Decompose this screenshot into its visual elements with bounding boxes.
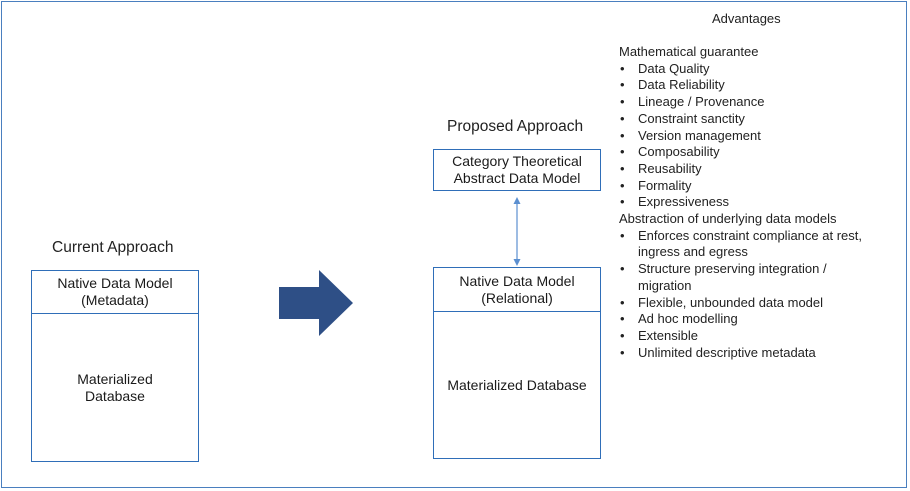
category-line-1: Category Theoretical	[452, 153, 582, 169]
advantages-title: Advantages	[712, 11, 781, 26]
proposed-native-model-header: Native Data Model (Relational)	[434, 268, 600, 312]
category-line-2: Abstract Data Model	[453, 170, 581, 186]
advantages-group-abstraction: Abstraction of underlying data models En…	[619, 211, 888, 361]
proposed-header-line-1: Native Data Model	[459, 272, 575, 289]
proposed-approach-title: Proposed Approach	[447, 118, 584, 135]
current-approach-title: Current Approach	[52, 239, 174, 256]
proposed-materialized-db: Materialized Database	[434, 312, 600, 458]
list-item: Ad hoc modelling	[619, 311, 888, 328]
list-item: Formality	[619, 178, 888, 195]
list-item: Reusability	[619, 161, 888, 178]
current-native-model-header: Native Data Model (Metadata)	[32, 271, 198, 314]
current-body-line-1: Materialized	[77, 370, 153, 387]
list-item: Expressiveness	[619, 194, 888, 211]
category-theoretical-box: Category Theoretical Abstract Data Model	[433, 149, 601, 191]
proposed-header-line-2: (Relational)	[481, 289, 553, 306]
list-item: Lineage / Provenance	[619, 94, 888, 111]
proposed-body-line-1: Materialized Database	[447, 376, 587, 393]
list-item: Structure preserving integration / migra…	[619, 261, 868, 294]
proposed-model-box: Native Data Model (Relational) Materiali…	[433, 267, 601, 459]
list-item: Extensible	[619, 328, 888, 345]
group-heading: Abstraction of underlying data models	[619, 211, 837, 227]
current-body-line-2: Database	[85, 387, 145, 404]
list-item: Data Quality	[619, 61, 888, 78]
advantages-list: Mathematical guarantee Data Quality Data…	[619, 44, 888, 361]
current-header-line-2: (Metadata)	[81, 292, 149, 308]
list-item: Version management	[619, 128, 888, 145]
list-item: Unlimited descriptive metadata	[619, 345, 888, 362]
list-item: Flexible, unbounded data model	[619, 295, 888, 312]
current-materialized-db: Materialized Database	[32, 314, 198, 461]
current-header-line-1: Native Data Model	[57, 275, 173, 291]
double-arrow-icon	[513, 197, 521, 266]
advantages-group-math: Mathematical guarantee Data Quality Data…	[619, 44, 888, 211]
list-item: Enforces constraint compliance at rest, …	[619, 228, 888, 261]
group-heading: Mathematical guarantee	[619, 44, 759, 59]
list-item: Data Reliability	[619, 77, 888, 94]
right-arrow-icon	[279, 270, 353, 336]
current-model-box: Native Data Model (Metadata) Materialize…	[31, 270, 199, 462]
list-item: Composability	[619, 144, 888, 161]
list-item: Constraint sanctity	[619, 111, 888, 128]
